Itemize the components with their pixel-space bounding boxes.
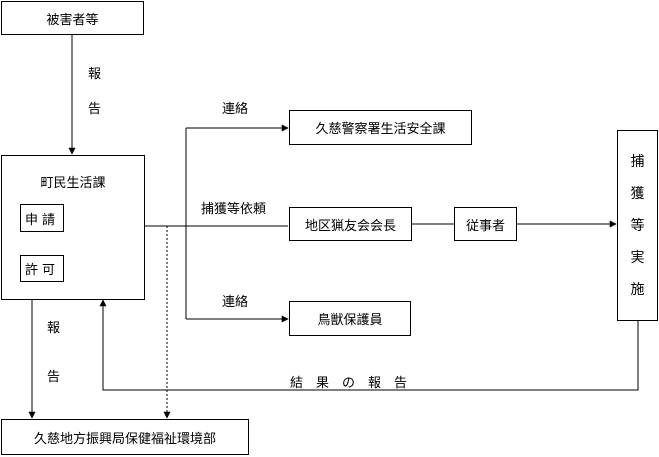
town-office-label: 町民生活課: [40, 176, 106, 191]
prefecture-label: 久慈地方振興局保健福祉環境部: [33, 431, 216, 447]
capture-char-2: 獲: [630, 185, 645, 202]
police-box: 久慈警察署生活安全課: [289, 110, 472, 145]
capture-char-1: 捕: [630, 153, 645, 170]
protector-box: 鳥獣保護員: [289, 301, 411, 336]
protector-label: 鳥獣保護員: [317, 313, 383, 328]
contact-top-label: 連絡: [222, 102, 249, 117]
apply-box: 申請: [20, 204, 64, 232]
report-left-char-1: 報: [47, 321, 61, 336]
worker-box: 従事者: [454, 207, 517, 241]
victim-label: 被害者等: [46, 12, 99, 28]
capture-request-label: 捕獲等依頼: [201, 202, 267, 217]
report-top-label: 報 告: [88, 68, 101, 116]
report-left-char-2: 告: [47, 370, 61, 385]
report-top-char-1: 報: [88, 67, 102, 82]
apply-label: 申請: [24, 212, 59, 228]
hunter-chief-box: 地区猟友会会長: [289, 207, 412, 241]
arrow-result-report: [99, 299, 639, 391]
capture-char-5: 施: [630, 281, 645, 298]
prefecture-box: 久慈地方振興局保健福祉環境部: [1, 419, 249, 455]
permit-box: 許可: [20, 255, 64, 282]
permit-label: 許可: [24, 263, 59, 278]
capture-char-3: 等: [630, 217, 645, 234]
report-top-char-2: 告: [88, 102, 102, 117]
police-label: 久慈警察署生活安全課: [315, 122, 446, 137]
hunter-chief-label: 地区猟友会会長: [304, 218, 396, 234]
contact-bottom-label: 連絡: [222, 295, 249, 310]
result-report-label: 結果の報告: [290, 376, 421, 391]
capture-char-4: 実: [630, 249, 645, 266]
worker-label: 従事者: [465, 218, 505, 234]
capture-box: 捕 獲 等 実 施: [617, 130, 658, 321]
victim-box: 被害者等: [1, 1, 144, 35]
report-left-label: 報 告: [47, 322, 60, 384]
